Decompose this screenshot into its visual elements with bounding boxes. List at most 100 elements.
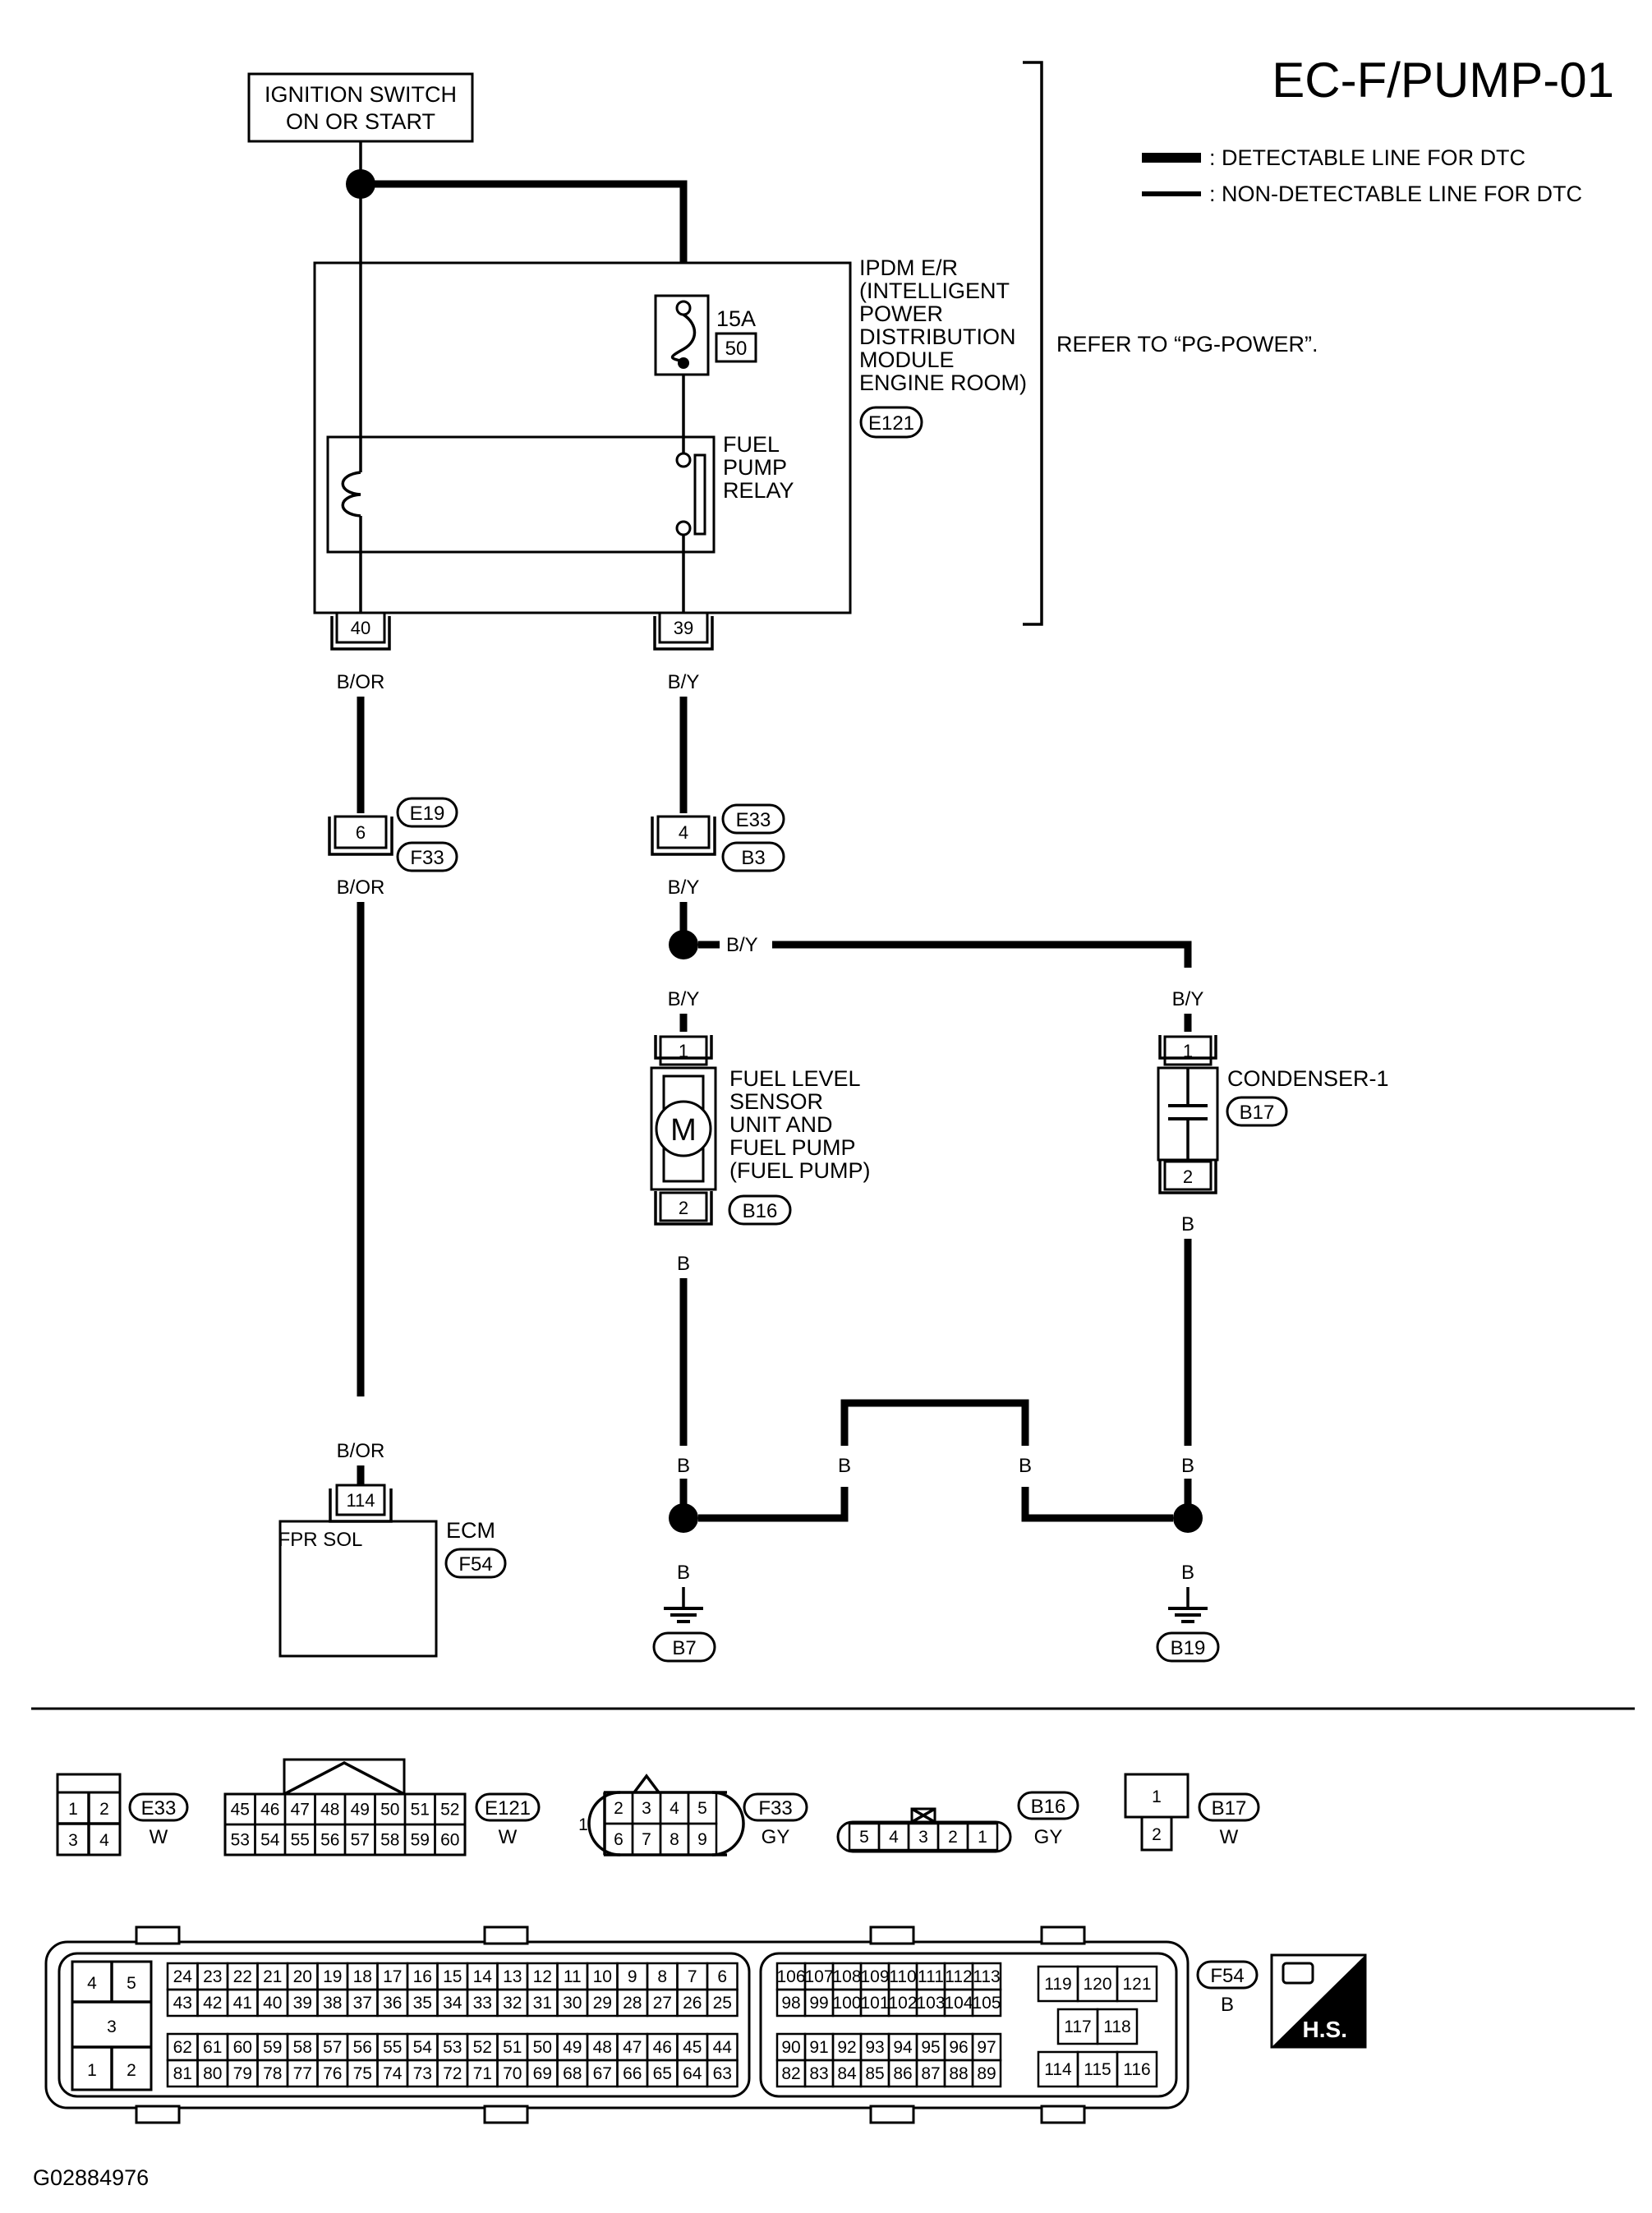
fuel-pump-line5: (FUEL PUMP)	[729, 1158, 871, 1183]
f54-pin: 34	[443, 1994, 462, 2013]
f33-pin: 6	[614, 1830, 624, 1849]
b16-pin: 3	[918, 1828, 928, 1847]
e121-pin: 60	[440, 1831, 459, 1850]
f54-pin: 17	[383, 1967, 402, 1986]
splice-b-y	[669, 930, 698, 959]
b16-pin: 4	[889, 1828, 899, 1847]
f54-pin: 36	[383, 1994, 402, 2013]
ipdm-line5: MODULE	[859, 347, 955, 372]
f54-pin: 78	[263, 2064, 282, 2083]
f54-pin: 45	[683, 2038, 702, 2057]
f54-pin: 11	[564, 1967, 582, 1986]
f54-pin: 95	[921, 2038, 940, 2057]
f54-pin: 47	[623, 2038, 642, 2057]
f54-pin: 108	[832, 1967, 861, 1986]
e121-tag	[475, 1792, 541, 1822]
f54-pin: 118	[1103, 2017, 1130, 2036]
f54-pin: 81	[173, 2064, 192, 2083]
f54-pin: 92	[837, 2038, 856, 2057]
f54-pin: 115	[1084, 2060, 1111, 2079]
f54-pin: 3	[107, 2017, 117, 2036]
wire-label-b-or-2: B/OR	[337, 876, 385, 899]
f54-pin: 91	[809, 2038, 828, 2057]
wire-label-b-1: B	[677, 1253, 690, 1275]
f54-pin: 106	[776, 1967, 805, 1986]
b16-pin-cell	[966, 1822, 999, 1852]
e121-pin: 45	[231, 1801, 250, 1820]
f54-pin: 102	[888, 1994, 917, 2013]
f54-pin-cell	[1116, 1965, 1158, 2003]
fuel-pump-line2: SENSOR	[729, 1089, 823, 1114]
fuel-pump-connector-label: B16	[743, 1200, 778, 1222]
splice-ground-left	[669, 1503, 698, 1533]
fuel-pump-bottom-bracket	[654, 1191, 713, 1226]
f54-pin: 50	[533, 2038, 552, 2057]
f54-pin: 30	[563, 1994, 582, 2013]
f54-latch	[1040, 1925, 1086, 1945]
conn-tag-e33	[721, 803, 785, 835]
condenser-top-bracket	[1158, 1035, 1217, 1060]
ipdm-line1: IPDM E/R	[859, 255, 958, 280]
f54-pin: 113	[973, 1967, 1000, 1986]
ignition-switch-box	[247, 72, 474, 143]
e121-pin: 49	[351, 1801, 370, 1820]
ignition-line2: ON OR START	[286, 109, 435, 134]
f54-latch	[1040, 2105, 1086, 2124]
f54-pin: 71	[473, 2064, 492, 2083]
hs-connector-icon	[1282, 1962, 1314, 1985]
f54-shell-right	[759, 1952, 1178, 2098]
f54-latch	[869, 2105, 915, 2124]
f54-pin-cell	[706, 2059, 739, 2088]
wire-label-b-2: B	[1181, 1213, 1194, 1235]
f54-pin: 67	[593, 2064, 612, 2083]
joint-e33-pin: 4	[679, 822, 688, 843]
refer-note: REFER TO “PG-POWER”.	[1056, 332, 1318, 357]
f33-pin: 5	[697, 1799, 707, 1818]
fuel-pump-line4: FUEL PUMP	[729, 1135, 856, 1160]
fuse-box	[654, 294, 710, 376]
f54-latch	[483, 2105, 529, 2124]
f54-pin: 98	[781, 1994, 800, 2013]
b16-key	[910, 1807, 936, 1824]
condenser-pin1-box	[1163, 1035, 1213, 1066]
f54-pin: 43	[173, 1994, 192, 2013]
f54-pin: 56	[353, 2038, 372, 2057]
condenser-pin1: 1	[1183, 1041, 1193, 1061]
f54-pin-cell	[1096, 2008, 1139, 2045]
condenser-connector-tag	[1226, 1096, 1288, 1127]
f54-pin: 54	[413, 2038, 433, 2057]
pin-40-box	[335, 611, 386, 644]
e121-hood-peak	[283, 1761, 405, 1796]
f54-latch	[135, 2105, 181, 2124]
wire-label-b-y-1: B/Y	[668, 671, 700, 693]
f54-pin: 46	[653, 2038, 672, 2057]
f54-pin-cell	[706, 1988, 739, 2017]
condenser-bottom-bracket	[1158, 1160, 1217, 1194]
conn-tag-b3	[721, 841, 785, 872]
relay-line2: PUMP	[723, 455, 787, 480]
fuel-pump-connector-tag	[728, 1194, 792, 1226]
footer-code: G02884976	[33, 2165, 149, 2190]
f54-pin: 101	[860, 1994, 889, 2013]
pin-40-bracket	[330, 616, 391, 651]
f54-pin: 82	[781, 2064, 800, 2083]
f54-pin: 72	[443, 2064, 462, 2083]
f54-pin: 109	[860, 1967, 889, 1986]
f54-pin: 66	[623, 2064, 642, 2083]
fuse-number: 50	[725, 338, 748, 360]
relay-contact-bottom	[675, 520, 692, 536]
joint-e33-box	[656, 815, 711, 849]
e121-pin: 57	[351, 1831, 370, 1850]
legend-non-detectable: : NON-DETECTABLE LINE FOR DTC	[1209, 182, 1582, 206]
f33-pin: 1	[578, 1815, 588, 1834]
f54-pin: 76	[323, 2064, 342, 2083]
f33-right-arc	[711, 1791, 745, 1856]
conn-tag-e33-label: E33	[736, 809, 771, 831]
f54-pin: 16	[413, 1967, 432, 1986]
pin-39-bracket	[653, 616, 714, 651]
joint-e19-bracket	[328, 817, 393, 856]
fuse-element	[670, 313, 697, 363]
f54-pin: 110	[889, 1967, 916, 1986]
b16-color: GY	[1034, 1826, 1063, 1848]
